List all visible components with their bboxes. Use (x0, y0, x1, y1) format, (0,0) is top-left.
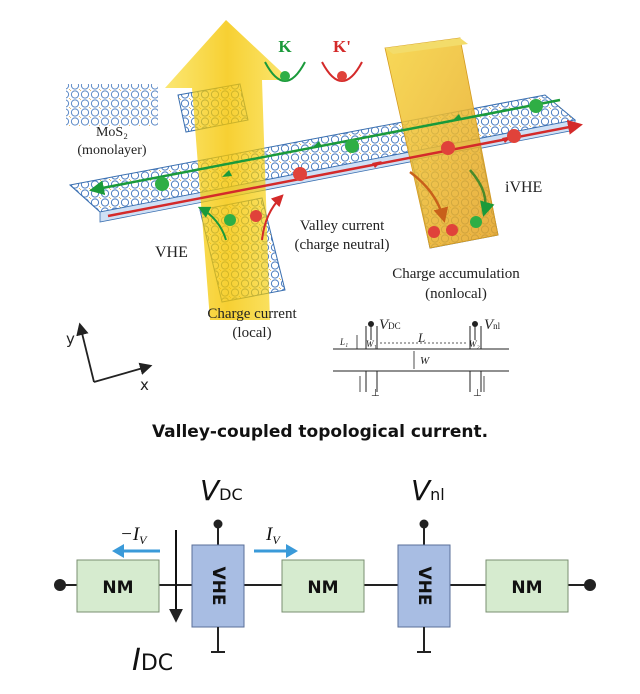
svg-text:⊥: ⊥ (371, 388, 380, 399)
iv-sub: V (272, 533, 281, 547)
nm-block-right: NM (485, 559, 569, 613)
charge-accumulation-label: Charge accumulation (392, 266, 520, 282)
charge-accumulation-block (384, 37, 499, 249)
vnl-main: V (411, 474, 432, 507)
vhe-block-left: VHE (191, 519, 245, 653)
material-label-sub: (monolayer) (77, 143, 147, 158)
minus-iv-arrowhead (112, 544, 124, 558)
accum-arrow-2 (469, 169, 495, 217)
svg-text:IV: IV (265, 524, 281, 547)
inset-W1: W₁ (366, 339, 377, 349)
charge-current-sub: (local) (232, 325, 271, 341)
ivhe-label: iVHE (505, 179, 542, 196)
terminal-right (584, 579, 596, 591)
circuit-diagram: NM NM NM VHE VHE VDC V (54, 474, 596, 678)
svg-text:⊥: ⊥ (473, 388, 482, 399)
kprime-valley-icon: K' (321, 37, 363, 82)
inset-W2: W₂ (469, 339, 480, 349)
charge-current-beam (165, 20, 290, 320)
device-illustration: K K' MoS₂ (monolayer) VHE iVHE Valley cu… (66, 20, 583, 394)
vhe-deflect-red (261, 194, 284, 241)
nm-block-left: NM (76, 559, 160, 613)
svg-text:−IV: −IV (120, 524, 148, 547)
iv-main: I (265, 524, 274, 545)
iv-arrowhead (286, 544, 298, 558)
accum-arrow-1 (409, 171, 449, 223)
nm-label-right: NM (511, 578, 542, 598)
inset-vnl-main: V (484, 317, 495, 333)
vhe-deflect-green (197, 206, 227, 241)
material-label: MoS₂ (96, 125, 128, 140)
minus-iv-main: −I (120, 524, 141, 545)
k-valley-label: K (278, 37, 292, 56)
inset-vdc-sub: DC (388, 321, 401, 331)
figure-caption: Valley-coupled topological current. (151, 422, 489, 442)
inset-W: W (420, 355, 430, 367)
kprime-valley-label: K' (333, 37, 351, 56)
vdc-sub: DC (219, 485, 243, 504)
vhe-label-left: VHE (208, 567, 228, 606)
valley-current-sub: (charge neutral) (294, 237, 389, 253)
svg-text:Vnl: Vnl (411, 474, 445, 507)
idc-sub: DC (141, 651, 173, 676)
inset-schematic: ⊥ ⊥ VDC Vnl L W W₁ W₂ L₁ (333, 317, 509, 399)
carriers (155, 99, 543, 238)
mos2-lattice-patch (66, 84, 158, 126)
nm-label-left: NM (102, 578, 133, 598)
k-valley-icon: K (264, 37, 306, 82)
axis-x-label: x (140, 376, 149, 394)
inset-vnl-sub: nl (493, 321, 501, 331)
vnl-sub: nl (430, 485, 445, 504)
inset-L: L (417, 330, 425, 345)
terminal-left (54, 579, 66, 591)
svg-text:VDC: VDC (200, 474, 243, 507)
kprime-valley-flow (107, 119, 583, 218)
vdc-main: V (200, 474, 221, 507)
charge-current-label: Charge current (207, 306, 297, 322)
vhe-label-right: VHE (414, 567, 434, 606)
idc-main: I (132, 643, 141, 678)
charge-accumulation-sub: (nonlocal) (425, 286, 487, 302)
nm-label-mid: NM (307, 578, 338, 598)
vhe-label: VHE (155, 244, 188, 261)
svg-text:IDC: IDC (132, 643, 173, 678)
vhe-block-right: VHE (397, 519, 451, 653)
inset-vdc-main: V (379, 317, 390, 333)
minus-iv-sub: V (139, 533, 148, 547)
valley-current-label: Valley current (300, 218, 385, 234)
axis-y-label: y (66, 330, 75, 348)
k-valley-flow (89, 98, 561, 196)
nm-block-mid: NM (281, 559, 365, 613)
charge-accumulation-block-top (385, 38, 468, 54)
xy-axes: y x (66, 322, 153, 394)
svg-text:Vnl: Vnl (484, 317, 501, 333)
svg-text:VDC: VDC (379, 317, 401, 333)
inset-L1: L₁ (339, 337, 348, 347)
